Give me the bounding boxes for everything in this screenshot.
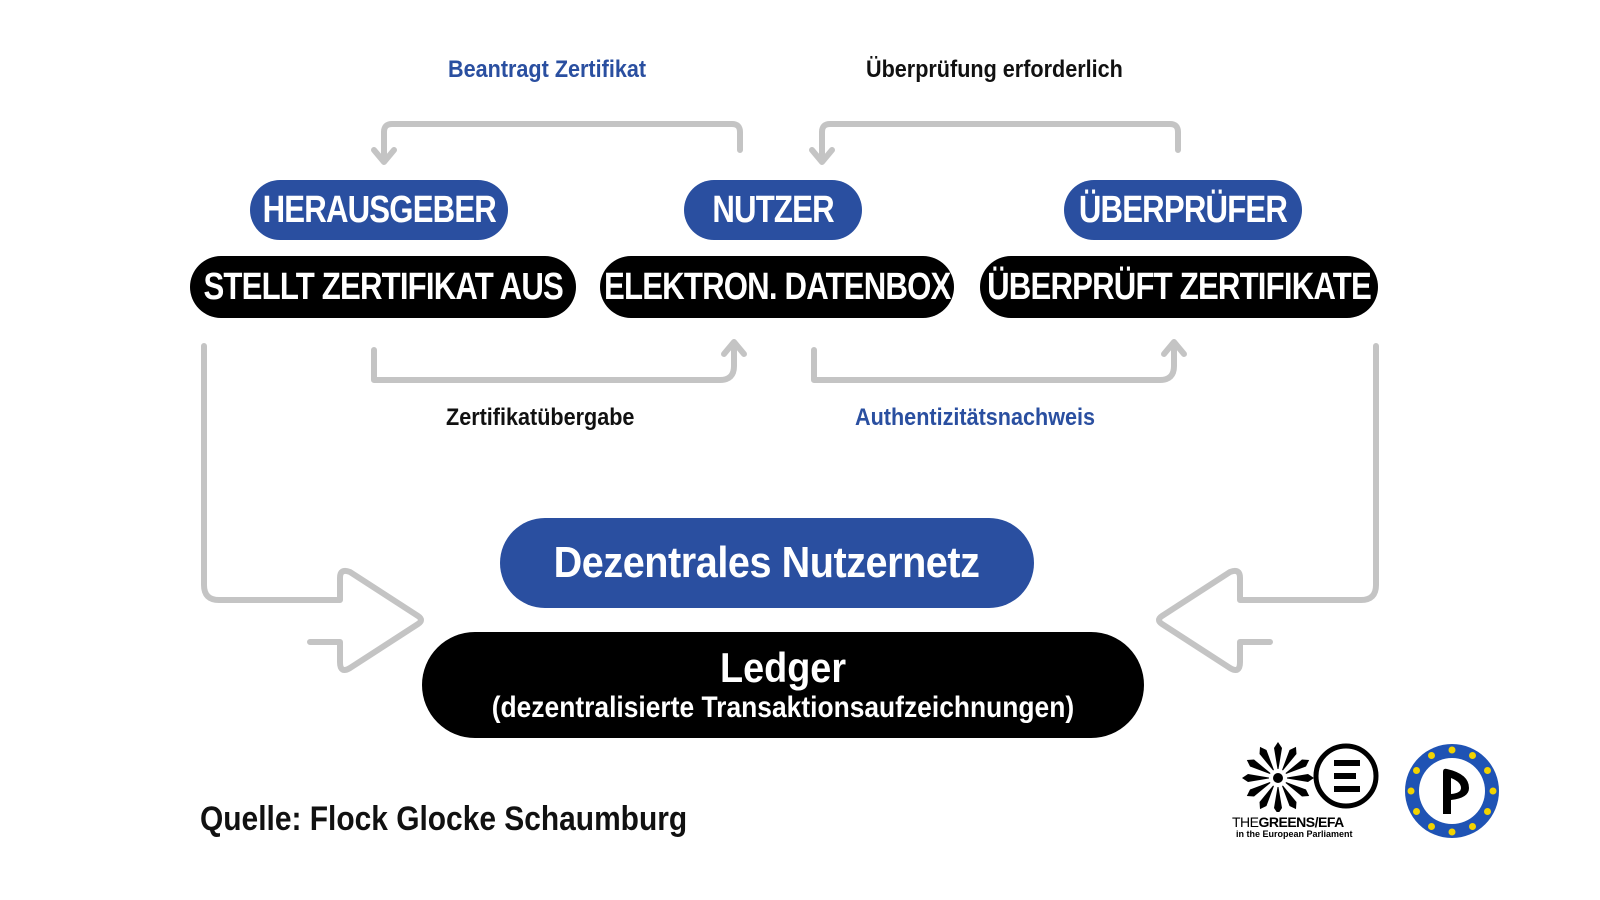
role-issuer: HERAUSGEBER xyxy=(250,180,508,240)
label-certificate-handover: Zertifikatübergabe xyxy=(446,404,635,431)
label-verification-required: Überprüfung erforderlich xyxy=(866,56,1123,83)
task-issuer: STELLT ZERTIFIKAT AUS xyxy=(190,256,576,318)
role-user: NUTZER xyxy=(684,180,862,240)
arrow-verifier-to-ledger xyxy=(1156,343,1379,673)
arrowhead-certificate-handover xyxy=(721,339,747,357)
label-request-certificate: Beantragt Zertifikat xyxy=(448,56,647,83)
arrow-issuer-to-ledger xyxy=(201,343,424,673)
ledger-subtitle: (dezentralisierte Transaktionsaufzeichnu… xyxy=(491,691,1075,724)
arrow-request-certificate xyxy=(381,121,743,161)
ledger-box: Ledger (dezentralisierte Transaktionsauf… xyxy=(422,632,1144,738)
arrow-certificate-handover xyxy=(371,343,737,383)
greens-efa-title: THEGREENS/EFA xyxy=(1232,814,1344,830)
pirate-party-icon xyxy=(1405,744,1499,838)
ledger-title: Ledger xyxy=(719,644,847,691)
arrowhead-authenticity-proof xyxy=(1161,339,1187,357)
arrow-verification-required xyxy=(819,121,1181,161)
greens-efa-logo: THEGREENS/EFA in the European Parliament xyxy=(1232,740,1386,840)
task-user: ELEKTRON. DATENBOX xyxy=(600,256,954,318)
arrowhead-verification-required xyxy=(809,147,835,165)
arrowhead-request-certificate xyxy=(371,147,397,165)
arrow-authenticity-proof xyxy=(811,343,1177,383)
task-verifier: ÜBERPRÜFT ZERTIFIKATE xyxy=(980,256,1378,318)
greens-efa-subtitle: in the European Parliament xyxy=(1236,829,1353,839)
decentralized-network: Dezentrales Nutzernetz xyxy=(500,518,1034,608)
role-verifier: ÜBERPRÜFER xyxy=(1064,180,1302,240)
label-authenticity-proof: Authentizitätsnachweis xyxy=(855,404,1096,431)
sunflower-icon xyxy=(1242,742,1379,812)
source-caption: Quelle: Flock Glocke Schaumburg xyxy=(200,800,688,838)
